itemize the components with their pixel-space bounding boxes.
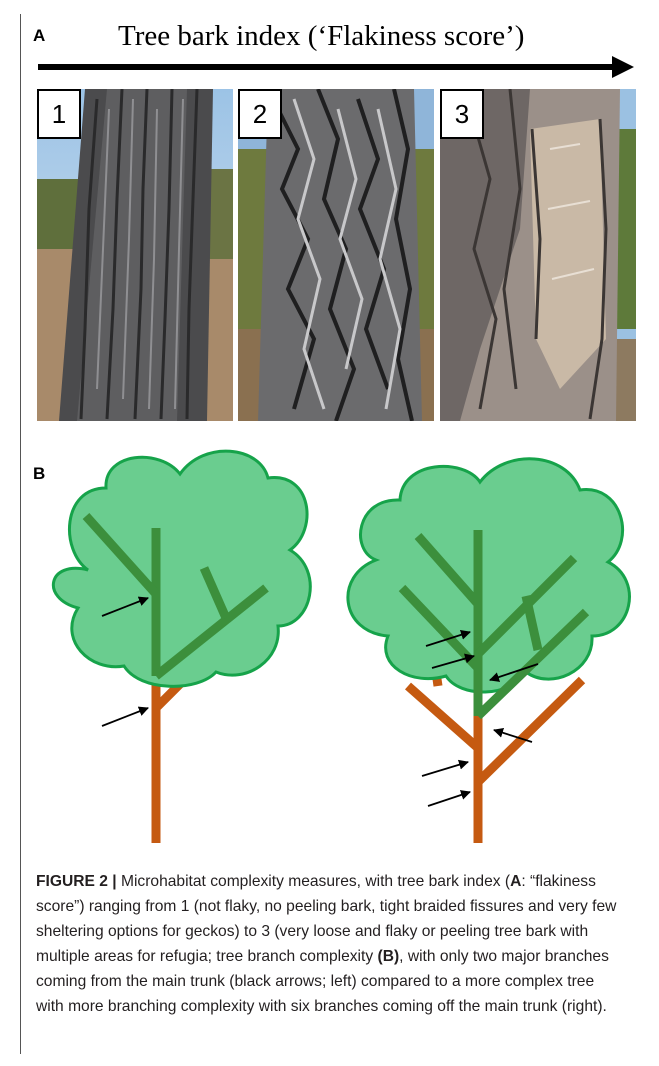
figure-label: FIGURE 2 |	[36, 873, 117, 890]
bark-photo-3: 3	[440, 89, 636, 421]
bark-index-title: Tree bark index (‘Flakiness score’)	[118, 20, 598, 53]
tree-diagrams	[20, 440, 640, 850]
index-arrow-head	[612, 56, 634, 78]
bark-score-label-3: 3	[440, 89, 484, 139]
caption-ref-a: A	[510, 873, 521, 890]
complex-tree	[348, 459, 630, 843]
index-arrow-shaft	[38, 64, 618, 70]
caption-ref-b: (B)	[378, 948, 400, 965]
simple-tree	[53, 451, 310, 843]
bark-score-label-2: 2	[238, 89, 282, 139]
bark-score-label-1: 1	[37, 89, 81, 139]
bark-photo-1: 1	[37, 89, 233, 421]
bark-photo-2: 2	[238, 89, 434, 421]
caption-text-1: Microhabitat complexity measures, with t…	[117, 873, 510, 890]
complex-tree-canopy	[348, 459, 630, 692]
panel-a-label: A	[33, 26, 45, 46]
figure-caption: FIGURE 2 | Microhabitat complexity measu…	[36, 869, 626, 1019]
